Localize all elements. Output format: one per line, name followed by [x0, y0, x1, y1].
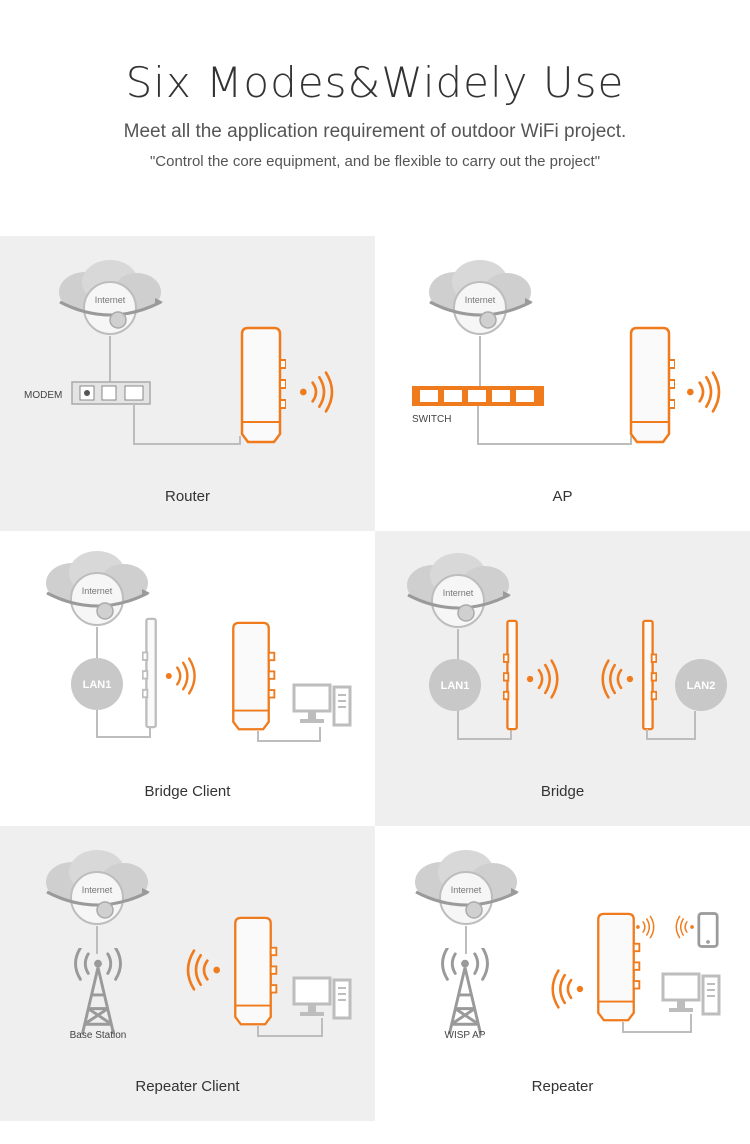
- header: Six Modes&Widely Use Meet all the applic…: [0, 0, 750, 236]
- mode-caption: Router: [164, 488, 211, 505]
- page-subtitle: Meet all the application requirement of …: [123, 121, 627, 142]
- switch-label: SWITCH: [412, 414, 451, 425]
- lan1-icon: [429, 659, 481, 711]
- mode-panel-bridge: Internet LAN1 LAN2 Bridge: [375, 531, 750, 826]
- wifi-signal-icon: [551, 969, 585, 1009]
- cpe-device-icon: [629, 326, 675, 444]
- internet-label: Internet: [82, 885, 113, 895]
- wifi-signal-small-icon: [675, 915, 695, 939]
- mode-panel-repeater-client: Internet Base Station Repeater Client: [0, 826, 375, 1121]
- mode-caption: Bridge Client: [144, 783, 231, 800]
- computer-icon: [292, 683, 352, 727]
- cpe-side-icon: [642, 619, 657, 731]
- wisp-ap-label: WISP AP: [445, 1030, 486, 1041]
- repeater-client-diagram: Internet Base Station: [44, 848, 352, 1041]
- bridge-client-diagram: Internet LAN1: [44, 549, 352, 742]
- phone-icon: [697, 912, 719, 948]
- cpe-device-icon: [240, 326, 286, 444]
- lan1-label: LAN1: [83, 679, 112, 691]
- lan2-label: LAN2: [687, 680, 716, 692]
- mode-panel-router: Internet MODEM Router: [0, 236, 375, 531]
- mode-panel-ap: Internet SWITCH AP: [375, 236, 750, 531]
- internet-label: Internet: [465, 295, 496, 305]
- mode-caption: AP: [552, 488, 573, 505]
- wifi-signal-icon: [186, 948, 222, 992]
- mode-panel-bridge-client: Internet LAN1 Bridge Client: [0, 531, 375, 826]
- wifi-signal-icon: [164, 657, 197, 695]
- ap-diagram: Internet SWITCH: [412, 258, 721, 445]
- computer-icon: [661, 972, 721, 1016]
- wifi-signal-small-icon: [635, 915, 655, 939]
- internet-label: Internet: [451, 885, 482, 895]
- router-diagram: Internet MODEM: [24, 258, 334, 445]
- internet-label: Internet: [82, 586, 113, 596]
- wifi-signal-icon: [298, 370, 334, 414]
- cpe-side-icon: [142, 617, 157, 729]
- cpe-device-icon: [234, 916, 278, 1026]
- modem-label: MODEM: [24, 390, 62, 401]
- base-station-label: Base Station: [70, 1030, 127, 1041]
- wifi-signal-icon: [601, 659, 635, 699]
- wisp-tower-icon: [441, 948, 489, 1036]
- internet-label: Internet: [443, 588, 474, 598]
- cpe-device-icon: [597, 912, 641, 1022]
- bridge-diagram: Internet LAN1 LAN2: [405, 551, 727, 740]
- mode-caption: Repeater: [531, 1078, 594, 1095]
- cpe-device-icon: [232, 621, 276, 731]
- repeater-diagram: Internet WISP AP: [413, 848, 721, 1041]
- wifi-signal-icon: [525, 659, 559, 699]
- lan1-label: LAN1: [441, 680, 470, 692]
- mode-caption: Repeater Client: [135, 1078, 240, 1095]
- mode-caption: Bridge: [540, 783, 585, 800]
- cpe-side-icon: [503, 619, 518, 731]
- computer-icon: [292, 976, 352, 1020]
- page-title: Six Modes&Widely Use: [125, 58, 625, 107]
- wifi-signal-icon: [685, 370, 721, 414]
- lan1-icon: [71, 658, 123, 710]
- lan2-icon: [675, 659, 727, 711]
- mode-panel-repeater: Internet WISP AP Repeater: [375, 826, 750, 1121]
- page-quote: "Control the core equipment, and be flex…: [149, 153, 601, 170]
- base-station-tower-icon: [74, 948, 122, 1036]
- internet-label: Internet: [95, 295, 126, 305]
